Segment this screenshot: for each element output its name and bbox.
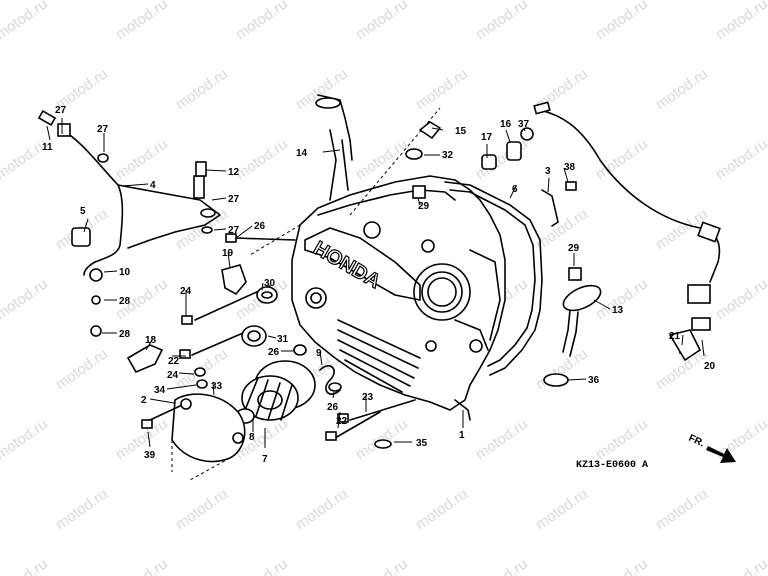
callout-14: 14 [296, 148, 308, 159]
callout-36: 36 [588, 375, 600, 386]
callout-39: 39 [144, 450, 156, 461]
watermark-text: motod.ru [53, 345, 111, 393]
callout-28-b: 28 [119, 329, 131, 340]
watermark-text: motod.ru [593, 0, 651, 43]
callout-11: 11 [42, 142, 53, 153]
watermark-text: motod.ru [413, 65, 471, 113]
front-arrow-icon [706, 446, 736, 463]
watermark-text: motod.ru [593, 135, 651, 183]
callout-12: 12 [228, 167, 240, 178]
watermark-text: motod.ru [293, 485, 351, 533]
callout-7: 7 [262, 454, 268, 465]
callout-38: 38 [564, 162, 576, 173]
callout-30: 30 [264, 278, 276, 289]
callout-10: 10 [119, 267, 131, 278]
callout-26-b: 26 [268, 347, 280, 358]
callout-29-a: 29 [418, 201, 430, 212]
diagram-code: KZ13-E0600 A [576, 460, 648, 471]
watermark-text: motod.ru [413, 485, 471, 533]
callout-9: 9 [316, 348, 322, 359]
callout-37: 37 [518, 119, 530, 130]
callout-4: 4 [150, 180, 156, 191]
watermark-text: motod.ru [173, 485, 231, 533]
callout-17: 17 [481, 132, 493, 143]
watermark-text: motod.ru [113, 0, 171, 43]
watermark-text: motod.ru [473, 555, 531, 576]
callout-2: 2 [141, 395, 147, 406]
watermark-text: motod.ru [353, 555, 411, 576]
callout-33: 33 [211, 381, 223, 392]
watermark-text: motod.ru [233, 555, 291, 576]
callout-3: 3 [545, 166, 551, 177]
callout-26-c: 26 [327, 402, 339, 413]
brackets [126, 264, 702, 374]
callout-19: 19 [222, 248, 234, 259]
cable-clip-5 [71, 227, 91, 247]
watermark-text: motod.ru [653, 65, 711, 113]
bolts [141, 161, 691, 441]
watermark-text: motod.ru [0, 275, 51, 323]
crankcase-cover: HONDA [249, 107, 543, 421]
callout-27-b: 27 [97, 124, 109, 135]
watermark-text: motod.ru [653, 485, 711, 533]
watermark-text: motod.ru [0, 555, 51, 576]
callout-15: 15 [455, 126, 467, 137]
callout-22-a: 22 [168, 356, 180, 367]
watermark-text: motod.ru [173, 65, 231, 113]
front-direction-label: FR. [687, 433, 706, 450]
top-components [315, 94, 559, 227]
watermark-text: motod.ru [233, 135, 291, 183]
watermark-text: motod.ru [713, 0, 768, 43]
watermark-text: motod.ru [593, 415, 651, 463]
callout-23: 23 [362, 392, 374, 403]
callout-21: 21 [669, 331, 681, 342]
callout-1: 1 [459, 430, 465, 441]
watermark-text: motod.ru [0, 0, 51, 43]
callout-32: 32 [442, 150, 454, 161]
callout-6: 6 [512, 184, 518, 195]
callout-22-b: 22 [336, 416, 348, 427]
watermark-text: motod.ru [113, 555, 171, 576]
watermark-text: motod.ru [593, 275, 651, 323]
callout-5: 5 [80, 206, 86, 217]
callout-26: 26 [254, 221, 266, 232]
callout-13: 13 [612, 305, 624, 316]
watermark-text: motod.ru [713, 135, 768, 183]
watermark-text: motod.ru [233, 0, 291, 43]
callout-29-b: 29 [568, 243, 580, 254]
callout-16: 16 [500, 119, 512, 130]
cable-6 [533, 101, 721, 331]
callout-24-b: 24 [167, 370, 179, 381]
callout-27-top: 27 [55, 105, 67, 116]
watermark-text: motod.ru [353, 135, 411, 183]
callout-27-c: 27 [228, 194, 240, 205]
callout-labels: 27 11 27 4 5 10 28 28 12 27 27 26 19 30 … [42, 105, 716, 465]
seals [194, 185, 582, 449]
callout-28-a: 28 [119, 296, 131, 307]
watermark-text: motod.ru [473, 415, 531, 463]
leader-lines [46, 118, 705, 448]
callout-35: 35 [416, 438, 428, 449]
callout-31: 31 [277, 334, 289, 345]
watermark-text: motod.ru [533, 205, 591, 253]
watermark-text: motod.ru [713, 275, 768, 323]
callout-20: 20 [704, 361, 716, 372]
watermark-text: motod.ru [593, 555, 651, 576]
watermark-text: motod.ru [713, 555, 768, 576]
watermark-text: motod.ru [53, 485, 111, 533]
callout-27-d: 27 [228, 225, 240, 236]
callout-34: 34 [154, 385, 166, 396]
oil-filter-cover-2 [171, 393, 246, 481]
callout-8: 8 [249, 432, 255, 443]
watermark-text: motod.ru [473, 0, 531, 43]
watermark-text: motod.ru [353, 0, 411, 43]
watermark-text: motod.ru [533, 485, 591, 533]
callout-24-a: 24 [180, 286, 192, 297]
watermark-text: motod.ru [0, 415, 51, 463]
oil-filter-7 [235, 360, 316, 424]
watermark-text: motod.ru [113, 135, 171, 183]
callout-18: 18 [145, 335, 157, 346]
